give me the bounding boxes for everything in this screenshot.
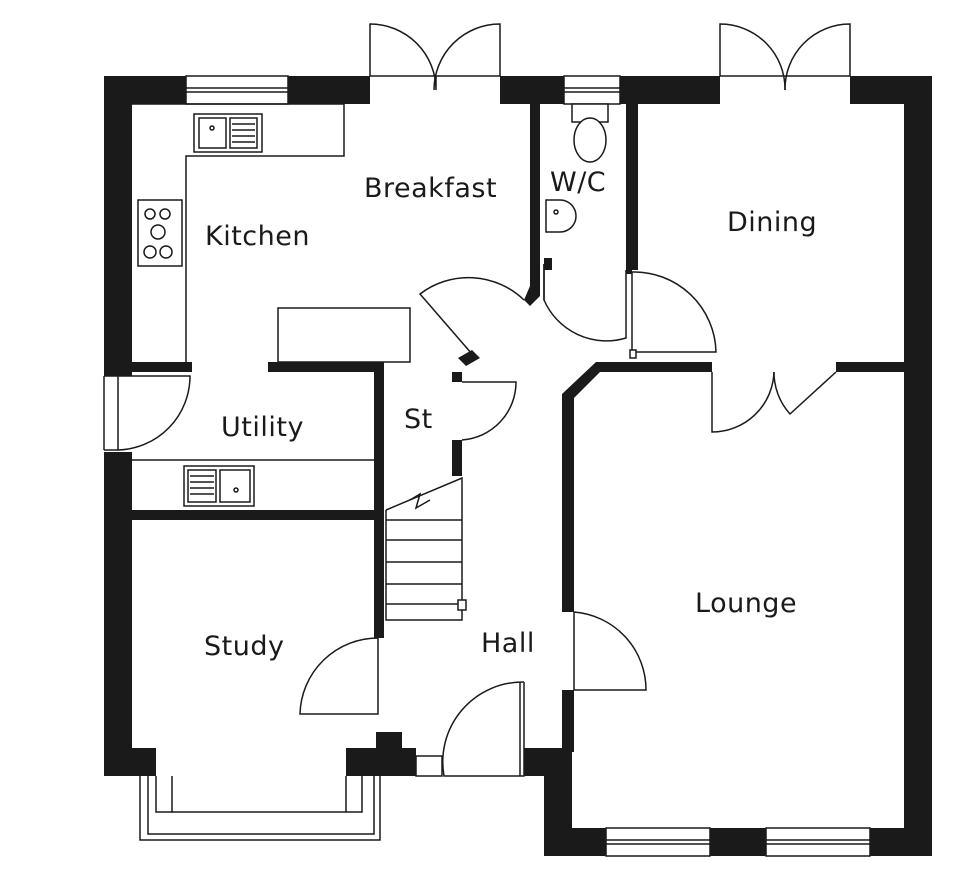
room-label-breakfast: Breakfast	[364, 173, 497, 204]
staircase-icon	[385, 476, 467, 621]
basin-icon	[545, 199, 577, 233]
doors	[103, 23, 851, 777]
utility-sink-icon	[183, 465, 255, 507]
room-label-wc: W/C	[550, 167, 606, 198]
kitchen-worktop	[132, 103, 345, 362]
windows	[139, 75, 871, 857]
interior-walls	[132, 104, 904, 752]
room-label-lounge: Lounge	[695, 588, 797, 619]
breakfast-bar	[277, 307, 411, 363]
room-label-hall: Hall	[481, 628, 535, 659]
room-label-study: Study	[204, 631, 284, 662]
exterior-walls	[104, 76, 932, 856]
kitchen-sink-icon	[193, 113, 263, 153]
toilet-icon	[571, 103, 609, 163]
room-label-store: St	[404, 404, 433, 435]
hob-icon	[137, 199, 183, 267]
room-label-dining: Dining	[727, 207, 817, 238]
room-labels: Breakfast W/C Kitchen Dining Utility St …	[204, 167, 817, 662]
room-label-kitchen: Kitchen	[205, 221, 310, 252]
room-label-utility: Utility	[221, 412, 304, 443]
